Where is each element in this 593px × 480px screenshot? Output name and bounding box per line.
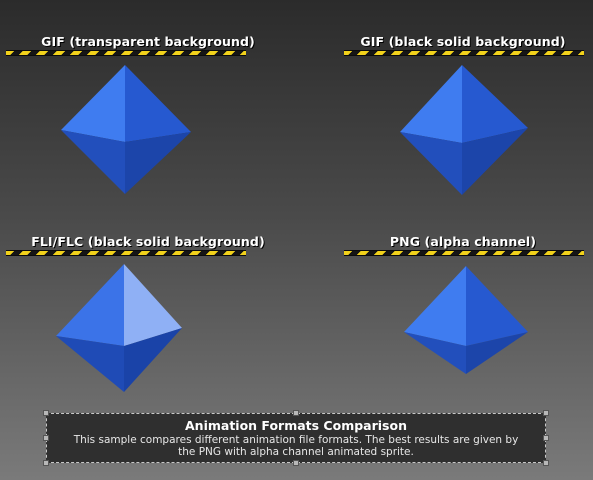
- resize-handle-middle-right[interactable]: [543, 435, 549, 441]
- resize-handle-top-center[interactable]: [293, 410, 299, 416]
- resize-handle-top-right[interactable]: [543, 410, 549, 416]
- hazard-stripe: [344, 250, 584, 256]
- panel-title: PNG (alpha channel): [389, 234, 537, 249]
- hazard-stripe: [6, 250, 246, 256]
- panel-fli-flc: FLI/FLC (black solid background): [0, 200, 296, 400]
- resize-handle-bottom-left[interactable]: [43, 460, 49, 466]
- octahedron-sprite: [61, 65, 191, 194]
- panel-gif-transparent: GIF (transparent background): [0, 0, 296, 200]
- hazard-stripe: [6, 50, 246, 56]
- panel-gif-black: GIF (black solid background): [296, 0, 592, 200]
- panel-title: GIF (black solid background): [360, 34, 566, 49]
- panel-title: FLI/FLC (black solid background): [31, 234, 265, 249]
- panel-png-alpha: PNG (alpha channel): [296, 200, 592, 400]
- resize-handle-top-left[interactable]: [43, 410, 49, 416]
- octahedron-sprite: [400, 65, 528, 195]
- caption-box[interactable]: Animation Formats Comparison This sample…: [46, 413, 546, 463]
- octahedron-sprite: [56, 264, 182, 392]
- resize-handle-bottom-center[interactable]: [293, 460, 299, 466]
- octahedron-sprite: [404, 266, 528, 374]
- caption-title: Animation Formats Comparison: [185, 418, 407, 433]
- caption-text: This sample compares different animation…: [73, 434, 519, 458]
- hazard-stripe: [344, 50, 584, 56]
- resize-handle-bottom-right[interactable]: [543, 460, 549, 466]
- panel-title: GIF (transparent background): [41, 34, 255, 49]
- resize-handle-middle-left[interactable]: [43, 435, 49, 441]
